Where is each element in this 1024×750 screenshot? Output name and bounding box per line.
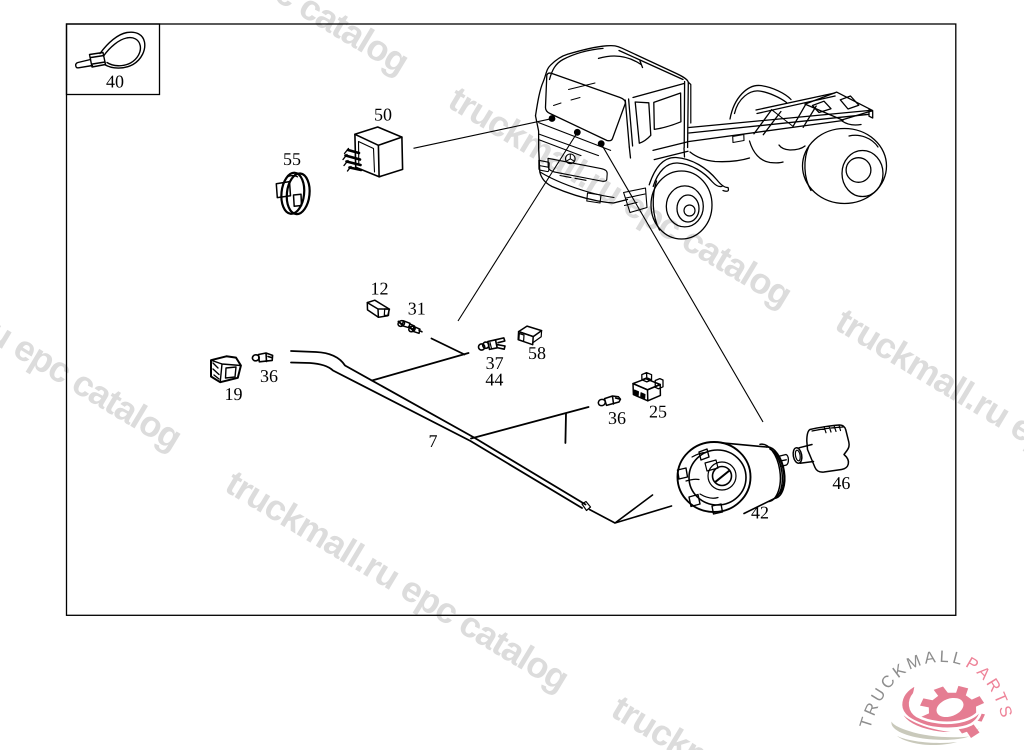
svg-text:31: 31 xyxy=(408,299,426,319)
svg-text:37: 37 xyxy=(486,353,504,373)
svg-text:7: 7 xyxy=(429,431,438,451)
svg-text:12: 12 xyxy=(371,279,389,299)
svg-text:36: 36 xyxy=(608,408,626,428)
svg-text:50: 50 xyxy=(374,105,392,125)
svg-text:25: 25 xyxy=(649,402,667,422)
svg-text:40: 40 xyxy=(106,71,124,91)
svg-text:36: 36 xyxy=(260,366,278,386)
svg-text:44: 44 xyxy=(485,370,503,390)
svg-text:46: 46 xyxy=(832,473,850,493)
svg-text:42: 42 xyxy=(751,503,769,523)
svg-text:55: 55 xyxy=(283,149,301,169)
svg-text:19: 19 xyxy=(225,384,243,404)
svg-text:58: 58 xyxy=(528,343,546,363)
